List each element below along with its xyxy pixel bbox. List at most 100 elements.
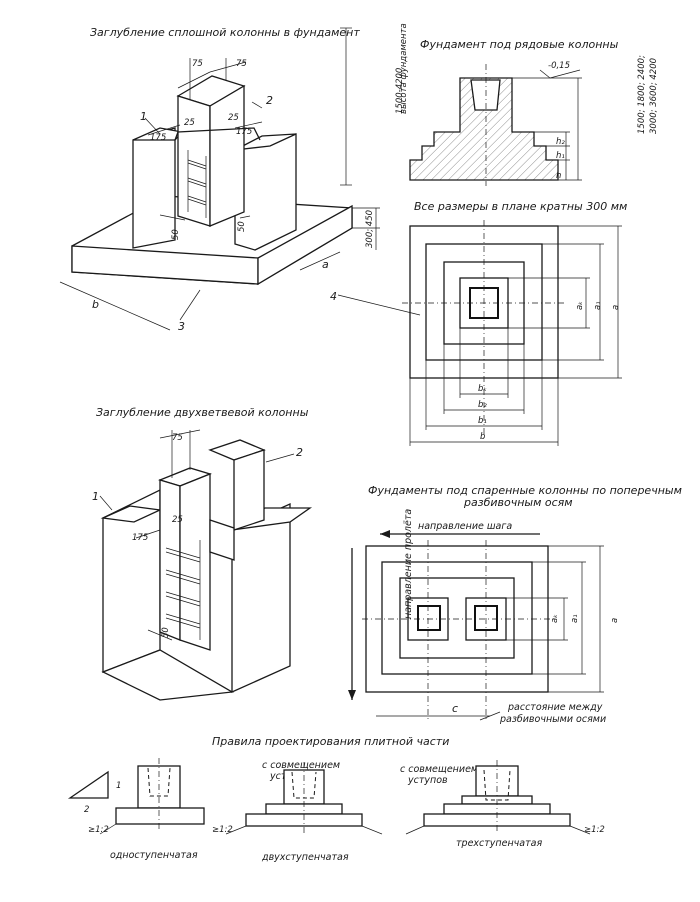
column-left [417,605,441,631]
branch-1-front [159,479,181,641]
dim-25-left: 25 [184,118,195,128]
one-step-slope [99,823,117,835]
plan-b1: b₁ [478,416,487,426]
dim-50-left: 50 [171,229,181,240]
plan-note: Все размеры в плане кратны 300 мм [414,200,627,213]
span-arrowhead [348,690,356,700]
two-branch-title: Заглубление двухветвевой колонны [96,406,309,419]
three-step-slope-l [405,825,425,835]
dim-175-left: 175 [150,133,166,143]
align-1-line1: с совмещением [262,760,340,771]
solid-column-dims [59,27,421,331]
three-step-slope-r [569,825,591,835]
depth-label: высота фундамента [399,23,409,114]
plan-bk: bₖ [478,384,487,394]
step-arrowhead [380,530,390,538]
one-step-ratio: ≥1:2 [88,825,109,835]
align-2-line2: уступов [407,775,448,786]
tb-dim-75: 75 [172,433,183,443]
tb-spacer [209,519,235,561]
column-ties [187,150,207,218]
dim-175-right: 175 [236,127,252,137]
paired-a: a [610,618,620,623]
triangle-2: 2 [84,805,89,815]
column-side [209,84,245,227]
tb-base [101,649,235,701]
plan-b: b [480,432,485,442]
axis-distance-2: разбивочными осями [499,714,606,725]
two-step-slope-r [361,825,383,835]
single-foundation-plan: Все размеры в плане кратны 300 мм aₖ a₁ … [402,200,627,446]
section-dims [512,69,582,181]
solid-column-embedding-view: Заглубление сплошной колонны в фундамент [59,23,421,333]
dim-75-right: 75 [236,59,247,69]
callout-1: 1 [140,110,147,123]
tb-right-front [231,502,291,694]
three-step-label: трехступенчатая [456,838,542,849]
plan-dims [409,225,622,446]
paired-c: c [452,702,458,715]
tb-ties [165,540,201,640]
paired-dims [376,545,604,721]
branch-2-side [233,449,265,531]
paired-a1: a₁ [570,614,580,623]
tb-callout-1: 1 [92,490,99,503]
tb-dim-50: 50 [161,627,171,638]
left-wall-front [132,127,176,249]
callout-2: 2 [266,94,273,107]
branch-1-side [179,473,211,651]
dim-h2: h₂ [556,137,565,147]
one-step-socket [147,767,171,797]
callout-4: 4 [330,290,337,303]
row-foundation-section: Фундамент под рядовые колонны -0,15 h h₁… [409,38,659,186]
align-2-line1: с совмещением [400,764,478,775]
slab-design-rules: Правила проектирования плитной части 1 2… [67,735,605,863]
three-step-socket [483,769,511,801]
three-step-ratio: ≥1:2 [584,825,605,835]
paired-title-2: разбивочным осям [463,496,573,509]
paired-ak: aₖ [550,614,560,623]
paired-step-1 [399,577,515,659]
span-direction-label: направление пролёта [403,509,414,619]
dim-h1: h₁ [556,151,565,161]
level-mark: -0,15 [548,61,570,71]
column-front [177,95,211,227]
rules-title: Правила проектирования плитной части [212,735,449,748]
solid-column-title: Заглубление сплошной колонны в фундамент [90,26,360,39]
dim-h: h [556,171,561,181]
socket-rim [174,127,261,141]
tb-dim-175: 175 [132,533,148,543]
plan-ak: aₖ [575,301,585,310]
depth-range: 1500-4200 [395,68,405,114]
two-step-slab: с совмещением уступов ≥1:2 двухступенчат… [212,760,383,863]
dim-step-height: 300; 450 [365,210,375,248]
three-step-slab: с совмещением уступов ≥1:2 трехступенчат… [400,760,605,849]
dim-50-right: 50 [237,221,247,232]
two-step-label: двухступенчатая [261,852,349,863]
tb-dims [99,429,295,641]
row-foundation-title: Фундамент под рядовые колонны [420,38,619,51]
paired-columns-plan: Фундаменты под спаренные колонны по попе… [348,484,682,725]
two-branch-column-view: Заглубление двухветвевой колонны 7 [92,406,313,701]
one-step-plate [115,807,205,825]
dim-b: b [92,298,99,311]
tb-dim-25: 25 [172,515,183,525]
one-step-label: одноступенчатая [110,850,198,861]
callout-3: 3 [178,320,185,333]
plan-a: a [611,305,621,310]
one-step-slab: ≥1:2 одноступенчатая [88,758,205,861]
two-step-ratio: ≥1:2 [212,825,233,835]
socket-cavity [470,79,501,111]
dim-25-right: 25 [228,113,239,123]
heights-line-1: 1500; 1800; 2400; [637,55,647,134]
heights-line-2: 3000; 3600; 4200 [649,58,659,134]
dim-75-left: 75 [192,59,203,69]
right-wall-top [234,133,297,151]
two-step-slope-l [225,825,247,835]
plan-a1: a₁ [593,301,603,310]
paired-title-1: Фундаменты под спаренные колонны по попе… [368,484,682,497]
axis-distance-1: расстояние между [507,702,603,713]
paired-step-2 [381,561,533,675]
triangle-1: 1 [116,781,121,791]
